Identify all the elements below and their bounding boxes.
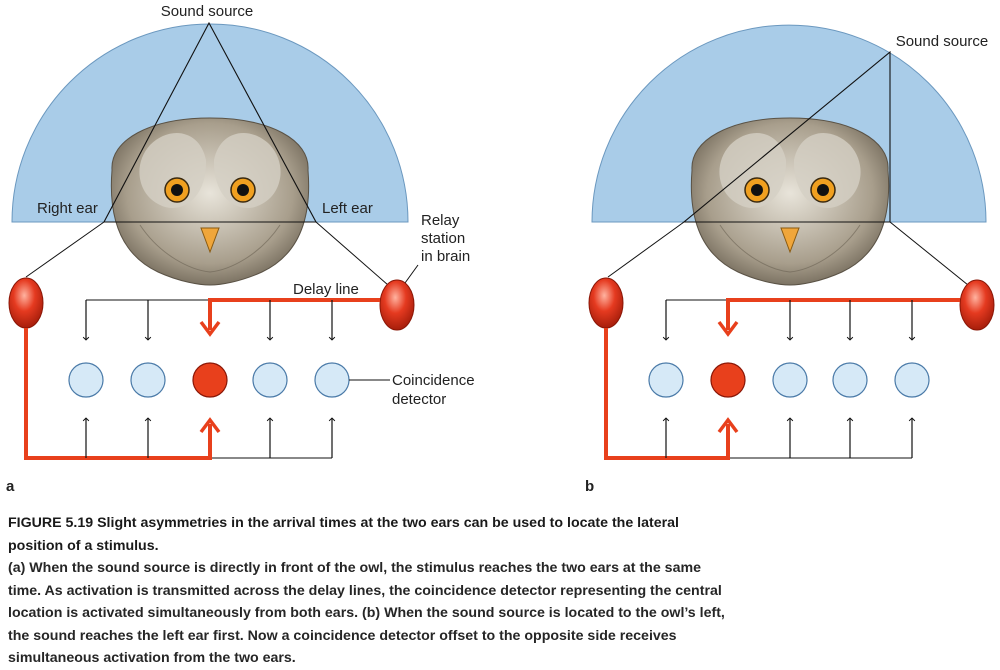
figure-caption: FIGURE 5.19 Slight asymmetries in the ar… [8,512,728,670]
coincidence-label-line2: detector [392,391,446,408]
coincidence-detector [314,362,350,398]
caption-a-tag: (a) [8,560,26,576]
coincidence-label-line1: Coincidence [392,372,475,389]
coincidence-detector [648,362,684,398]
caption-b-text: When the sound source is located to the … [8,605,725,666]
delay-line-label: Delay line [293,281,359,298]
coincidence-detector [832,362,868,398]
coincidence-detector [68,362,104,398]
sound-source-label: Sound source [161,3,254,20]
coincidence-detector [130,362,166,398]
caption-title: FIGURE 5.19 Slight asymmetries in the ar… [8,515,679,554]
relay-label-line1: Relay [421,212,460,229]
right-ear-label: Right ear [37,200,98,217]
relay-station-right [8,277,44,329]
sound-source-label: Sound source [896,33,989,50]
relay-label-line3: in brain [421,248,470,265]
owl-beak-icon [780,227,800,254]
coincidence-detector [894,362,930,398]
caption-b-tag: (b) [362,605,381,621]
caption-a-text: When the sound source is directly in fro… [8,560,722,621]
coincidence-detector [252,362,288,398]
relay-station-left [379,279,415,331]
relay-label-line2: station [421,230,465,247]
owl-head [690,117,890,286]
owl-head [110,117,310,286]
left-ear-label: Left ear [322,200,373,217]
panel-b: Sound source b [585,24,995,495]
owl-beak-icon [200,227,220,254]
panel-a: Sound source Right ear Left ear Relay st… [6,3,475,495]
delay-lines-a [24,298,380,460]
relay-station-left [959,279,995,331]
coincidence-detector-active [192,362,228,398]
delay-lines-b [604,298,960,460]
panel-a-letter: a [6,478,15,495]
owl-diagram: Sound source Right ear Left ear Relay st… [6,3,995,495]
coincidence-detectors-a [68,300,350,458]
coincidence-detector-active [710,362,746,398]
caption-body: (a) When the sound source is directly in… [8,557,728,670]
coincidence-detectors-b [648,300,930,458]
relay-station-right [588,277,624,329]
panel-b-letter: b [585,478,594,495]
coincidence-detector [772,362,808,398]
